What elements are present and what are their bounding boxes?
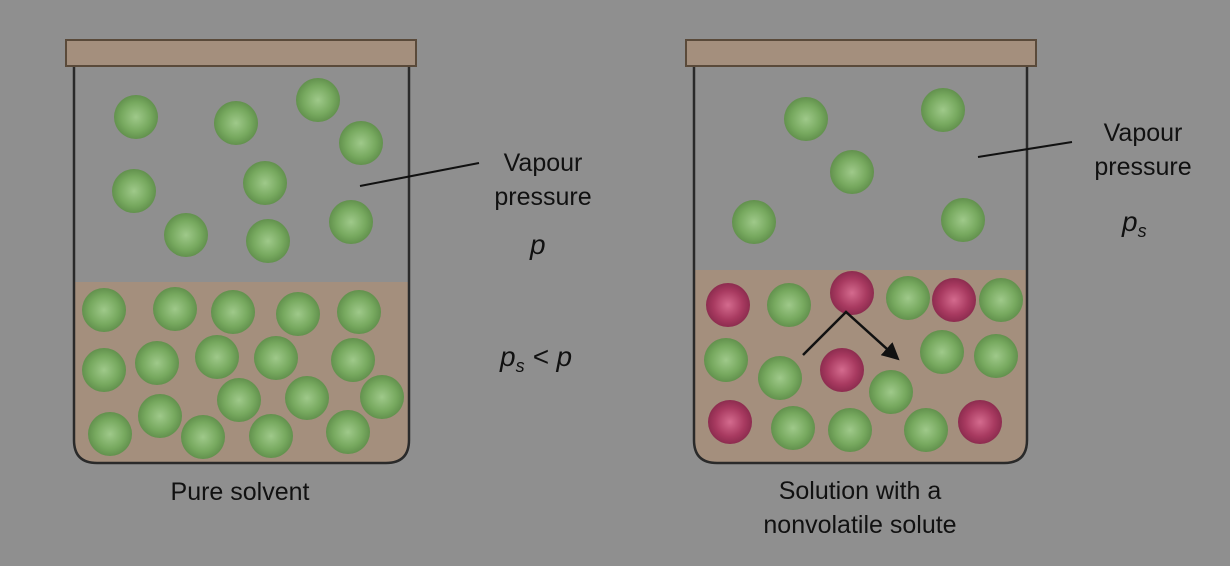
right-ps-sub: s [1137,221,1147,241]
solute-particle [708,400,752,444]
solvent-particle [249,414,293,458]
solvent-particle [285,376,329,420]
right-caption-line1: Solution with a [778,477,942,505]
solvent-particle [784,97,828,141]
solvent-particle [920,330,964,374]
right-vapour-label-line2: pressure [1094,153,1192,181]
solvent-particle [339,121,383,165]
solvent-particle [195,335,239,379]
solvent-particle [153,287,197,331]
solvent-particle [979,278,1023,322]
left-particles [82,78,404,459]
solvent-particle [217,378,261,422]
solvent-particle [296,78,340,122]
solvent-particle [830,150,874,194]
solvent-particle [974,334,1018,378]
solvent-particle [828,408,872,452]
solvent-particle [904,408,948,452]
solvent-particle [164,213,208,257]
solvent-particle [921,88,965,132]
solvent-particle [135,341,179,385]
solvent-particle [276,292,320,336]
left-pressure-symbol: p [530,229,546,260]
solvent-particle [214,101,258,145]
solvent-particle [246,219,290,263]
solute-particle [958,400,1002,444]
left-vapour-label: Vapour pressure [468,146,618,214]
left-beaker [65,39,480,465]
solvent-particle [360,375,404,419]
left-vapour-label-line1: Vapour [503,149,583,177]
solute-particle [706,283,750,327]
solvent-particle [138,394,182,438]
right-beaker [685,39,1073,465]
solute-particle [820,348,864,392]
relation-ps-sub: s [515,356,525,376]
solvent-particle [732,200,776,244]
solvent-particle [329,200,373,244]
right-vapour-label-line1: Vapour [1103,119,1183,147]
right-caption-line2: nonvolatile solute [763,511,957,539]
solvent-particle [941,198,985,242]
right-particles [704,88,1023,452]
solvent-particle [886,276,930,320]
right-ps: p [1122,206,1138,237]
right-pointer-line [977,141,1073,158]
right-vapour-label: Vapour pressure [1068,116,1218,184]
relation-ps: p [500,341,516,372]
solvent-particle [767,283,811,327]
solute-particle [932,278,976,322]
solvent-particle [211,290,255,334]
solvent-particle [112,169,156,213]
solvent-particle [254,336,298,380]
right-caption: Solution with a nonvolatile solute [720,474,1000,542]
left-vapour-label-line2: pressure [494,183,592,211]
solute-block-arrow [802,310,900,361]
left-caption: Pure solvent [170,478,310,506]
right-lid [685,39,1037,67]
solute-particle [830,271,874,315]
solvent-particle [243,161,287,205]
solvent-particle [771,406,815,450]
solvent-particle [758,356,802,400]
left-lid [65,39,417,67]
left-pointer-line [359,162,480,187]
solvent-particle [181,415,225,459]
solvent-particle [331,338,375,382]
right-pressure-symbol: ps [1122,205,1147,248]
right-beaker-outline [692,62,1029,465]
solvent-particle [82,288,126,332]
solvent-particle [326,410,370,454]
solvent-particle [114,95,158,139]
pressure-relation: ps < p [500,340,572,383]
solvent-particle [88,412,132,456]
solvent-particle [704,338,748,382]
left-beaker-outline [72,62,411,465]
solvent-particle [82,348,126,392]
solvent-particle [337,290,381,334]
solvent-particle [869,370,913,414]
relation-rest: < p [524,341,573,372]
